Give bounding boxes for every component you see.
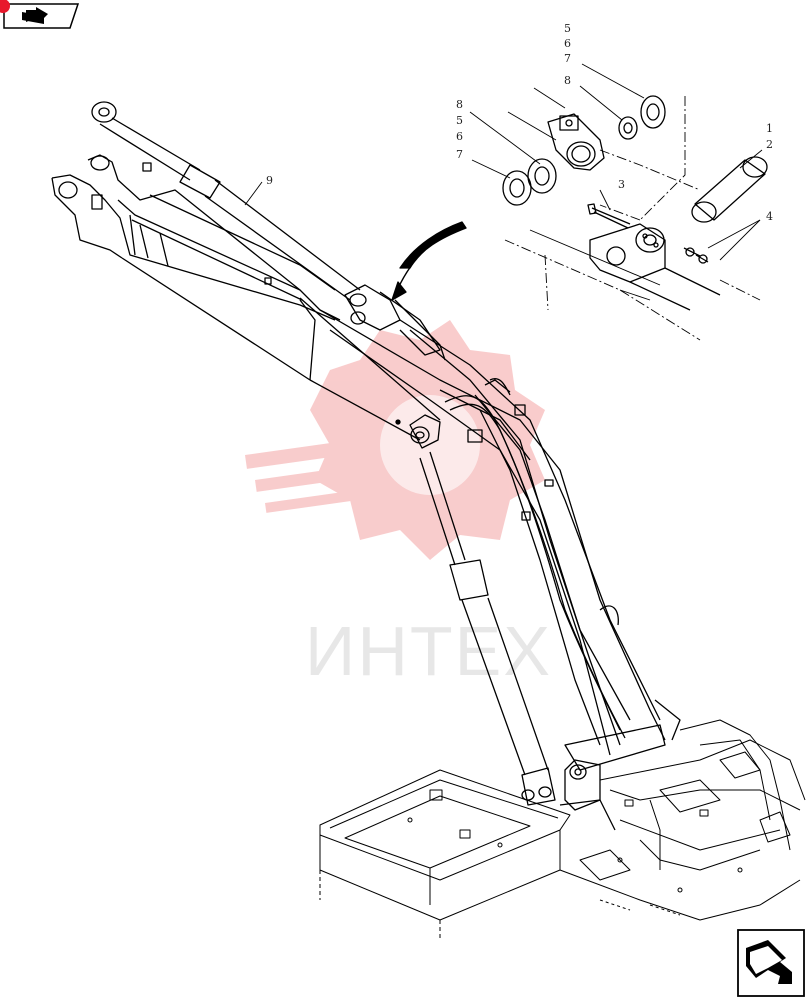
callout-4: 4 <box>766 210 773 223</box>
next-arrow-icon[interactable] <box>737 929 805 997</box>
washer-8-upper <box>618 116 638 140</box>
washer-6-lower <box>527 158 557 194</box>
upper-frame <box>319 719 806 940</box>
callout-8-left: 8 <box>456 98 463 111</box>
callout-6-top: 6 <box>564 37 571 50</box>
callout-5-top: 5 <box>564 22 571 35</box>
callout-2: 2 <box>766 138 773 151</box>
boom-foot <box>559 759 616 831</box>
exploded-pin-joint <box>502 95 768 311</box>
callout-8-upper: 8 <box>564 74 571 87</box>
arm-cylinder <box>91 101 361 301</box>
red-badge-icon <box>0 0 10 13</box>
callout-5-left: 5 <box>456 114 463 127</box>
callout-3: 3 <box>618 178 625 191</box>
boom-assembly <box>51 63 806 940</box>
explode-arrow <box>391 221 467 301</box>
boom-body <box>319 309 681 771</box>
callout-9: 9 <box>266 174 273 187</box>
boom-cylinder <box>395 414 556 806</box>
watermark: ИНТЕХ <box>245 320 552 690</box>
callout-6-left: 6 <box>456 130 463 143</box>
callout-1: 1 <box>766 122 773 135</box>
washer-7-lower <box>502 170 532 206</box>
callout-7-left: 7 <box>456 148 463 161</box>
washer-7-upper <box>640 95 666 129</box>
leader-lines <box>244 63 763 261</box>
watermark-text: ИНТЕХ <box>305 612 552 690</box>
callouts: 5 6 7 8 8 5 6 7 3 1 2 4 9 <box>266 22 773 223</box>
assembly-lines <box>504 96 761 341</box>
callout-7-top: 7 <box>564 52 571 65</box>
prev-arrow-icon[interactable] <box>0 0 80 29</box>
